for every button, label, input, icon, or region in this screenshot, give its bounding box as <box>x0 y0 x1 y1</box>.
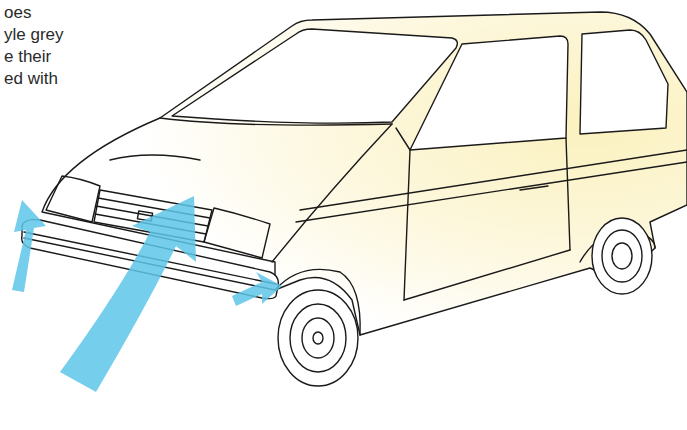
caption-fragment: oes <box>4 2 31 24</box>
caption-fragment: yle grey <box>4 24 64 46</box>
caption-fragment: e their <box>4 46 51 68</box>
caption-fragment: ed with <box>4 68 58 90</box>
